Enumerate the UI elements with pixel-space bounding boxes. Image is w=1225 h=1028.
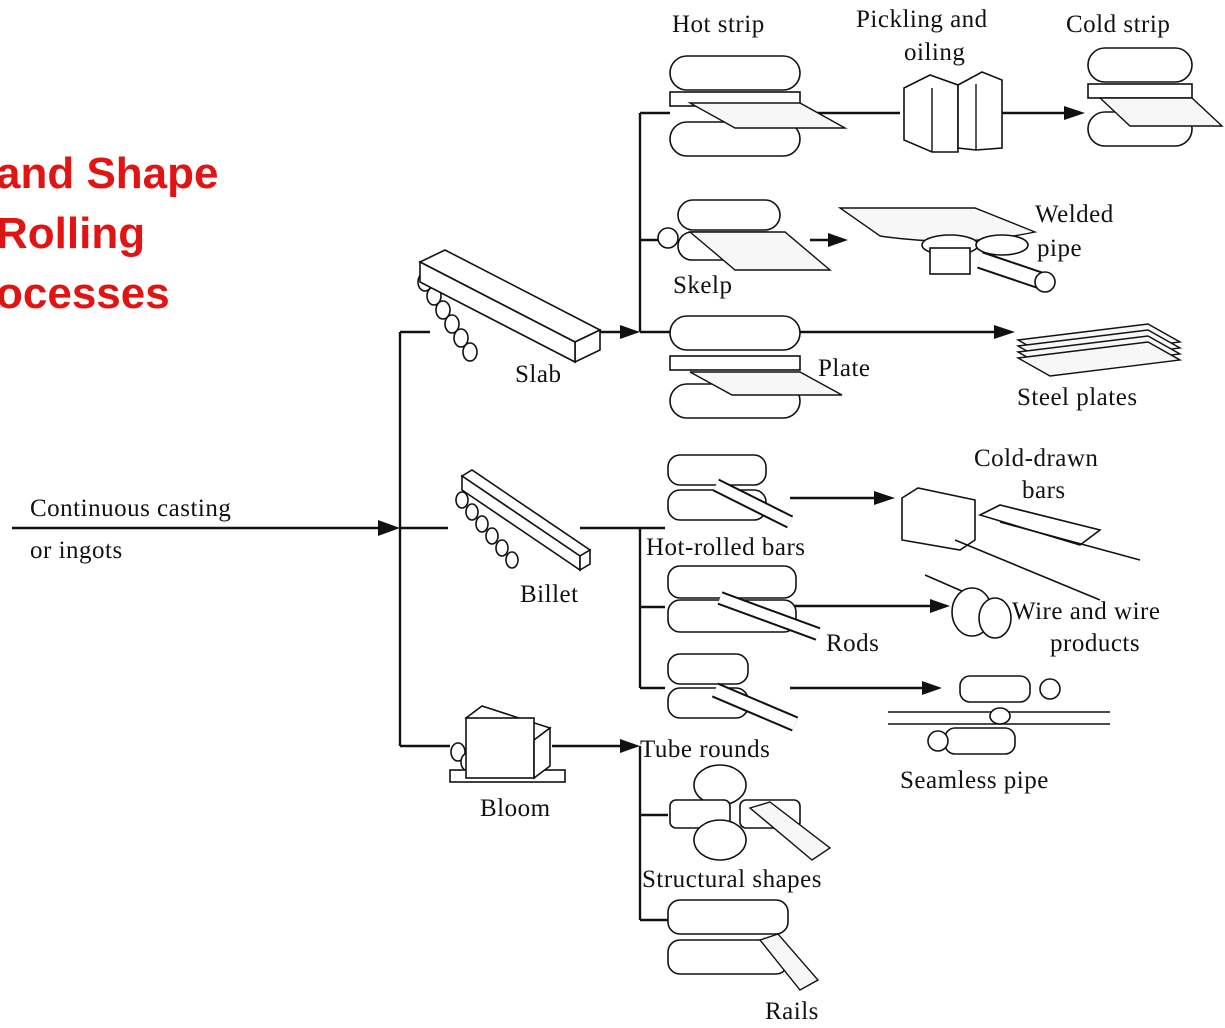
label-wire-line-2: products bbox=[1050, 630, 1140, 657]
label-cold-drawn-line-1: Cold-drawn bbox=[974, 445, 1098, 472]
label-billet: Billet bbox=[520, 581, 579, 608]
label-welded-line-2: pipe bbox=[1037, 235, 1082, 262]
bloom-illustration bbox=[450, 706, 565, 782]
label-rails: Rails bbox=[765, 998, 819, 1025]
billet-illustration bbox=[456, 470, 590, 570]
label-welded-line-1: Welded bbox=[1035, 201, 1114, 228]
structural-shapes-mill-illustration bbox=[670, 765, 830, 860]
label-hot-rolled-bars: Hot-rolled bars bbox=[646, 534, 806, 561]
hot-strip-mill-illustration bbox=[670, 56, 845, 156]
rails-mill-illustration bbox=[668, 900, 818, 990]
label-rods: Rods bbox=[826, 630, 879, 657]
label-slab: Slab bbox=[515, 361, 561, 388]
label-input-line-1: Continuous casting bbox=[30, 495, 231, 522]
slab-illustration bbox=[418, 250, 600, 362]
tube-rounds-mill-illustration bbox=[668, 654, 795, 724]
label-wire-line-1: Wire and wire bbox=[1012, 598, 1160, 625]
label-plate: Plate bbox=[818, 355, 871, 382]
label-steel-plates: Steel plates bbox=[1017, 384, 1138, 411]
label-pickling-line-1: Pickling and bbox=[856, 6, 988, 33]
label-bloom: Bloom bbox=[480, 795, 551, 822]
label-tube-rounds: Tube rounds bbox=[640, 736, 770, 763]
steel-plates-illustration bbox=[1018, 324, 1180, 376]
label-hot-strip: Hot strip bbox=[672, 11, 765, 38]
label-input-line-2: or ingots bbox=[30, 537, 123, 564]
label-skelp: Skelp bbox=[673, 272, 732, 299]
label-structural-shapes: Structural shapes bbox=[642, 866, 822, 893]
cold-drawn-bars-illustration bbox=[902, 488, 1140, 600]
rods-mill-illustration bbox=[668, 566, 818, 634]
label-seamless-pipe: Seamless pipe bbox=[900, 767, 1049, 794]
label-cold-drawn-line-2: bars bbox=[1022, 477, 1066, 504]
hot-rolled-bars-mill-illustration bbox=[668, 455, 790, 522]
cold-strip-mill-illustration bbox=[1088, 48, 1222, 146]
welded-pipe-illustration bbox=[840, 208, 1055, 292]
skelp-mill-illustration bbox=[658, 200, 830, 270]
label-pickling-line-2: oiling bbox=[904, 39, 965, 66]
label-cold-strip: Cold strip bbox=[1066, 11, 1170, 38]
pickling-tanks-illustration bbox=[904, 72, 1002, 152]
